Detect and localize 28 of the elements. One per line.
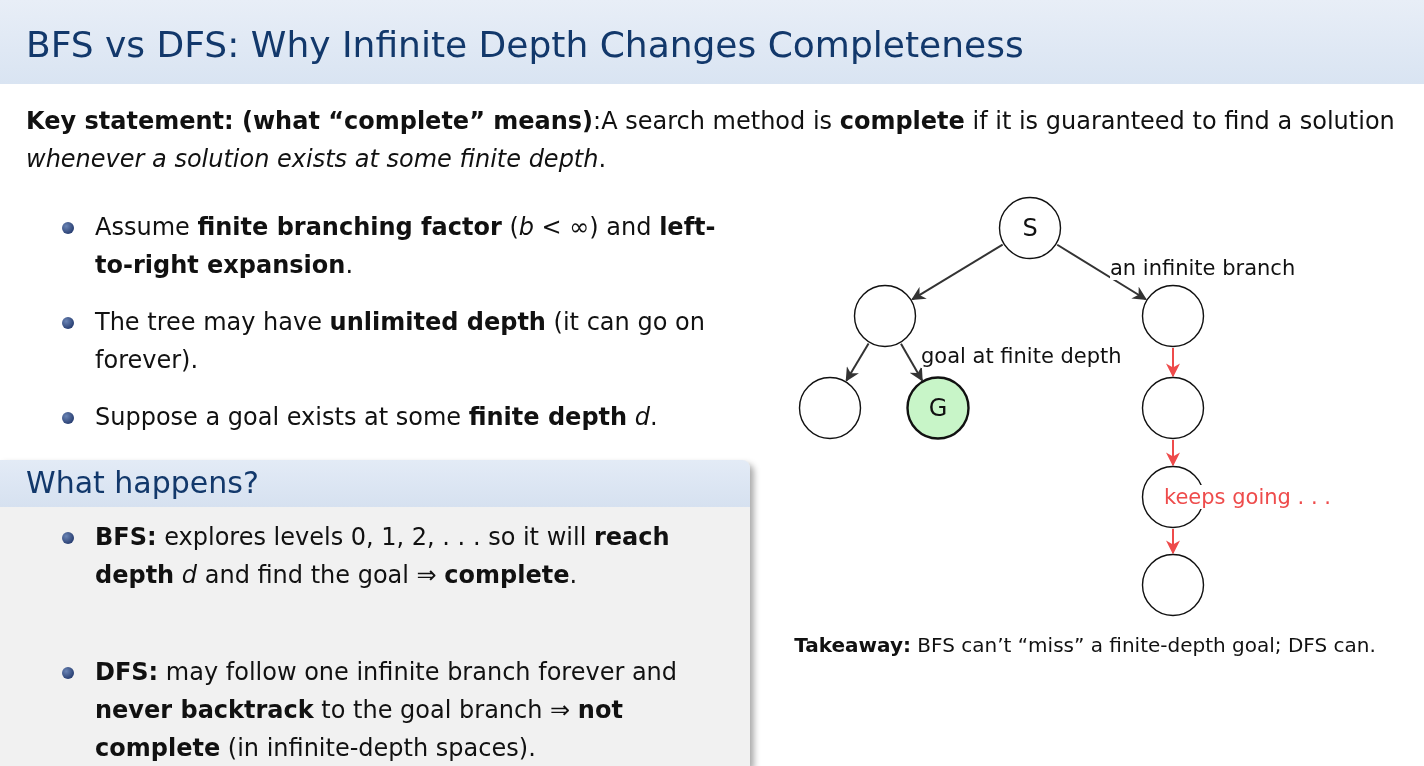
bullet-text: The tree may have unlimited depth (it can go on forever). [95, 307, 706, 376]
edge-label: goal at finite depth [921, 344, 1122, 368]
arrow [1166, 528, 1180, 555]
bullet-text: Suppose a goal exists at some finite depth d. [95, 402, 659, 433]
slide-title: BFS vs DFS: Why Infinite Depth Changes Completeness [0, 0, 1424, 84]
caption-text: Takeaway: BFS can’t “miss” a finite-depth goal; DFS can. [793, 632, 1377, 659]
circle-node [1141, 284, 1205, 348]
edge-label: an infinite branch [1110, 256, 1296, 280]
arrow [899, 342, 924, 382]
circle-node [1141, 376, 1205, 440]
circle-node [798, 376, 862, 440]
block-panel [0, 460, 750, 766]
block-heading: What happens? [0, 460, 750, 507]
arrow [1166, 439, 1180, 467]
bullet-text: BFS: explores levels 0, 1, 2, . . . so it will reach depth d and find the goal ⇒ complete. [95, 522, 671, 591]
circle-node [1141, 553, 1205, 617]
circle-node [853, 284, 917, 348]
arrow [1056, 243, 1147, 301]
tree-node [906, 376, 970, 440]
statement-text: Key statement: (what “complete” means):A search method is complete if it is guaranteed to find a solution whenever a solution exists at some finite depth. [26, 106, 1396, 175]
arrow [1166, 347, 1180, 378]
arrow [845, 342, 870, 382]
node-label: S [1021, 214, 1039, 242]
node-label: G [927, 394, 949, 422]
bullet-text: DFS: may follow one infinite branch forever and never backtrack to the goal branch ⇒ not complete (in infinite-depth spaces). [95, 657, 679, 764]
arrow [911, 243, 1004, 301]
bullet-text: Assume finite branching factor (b < ∞) and left-to-right expansion. [95, 212, 717, 281]
tree-node [998, 196, 1062, 260]
